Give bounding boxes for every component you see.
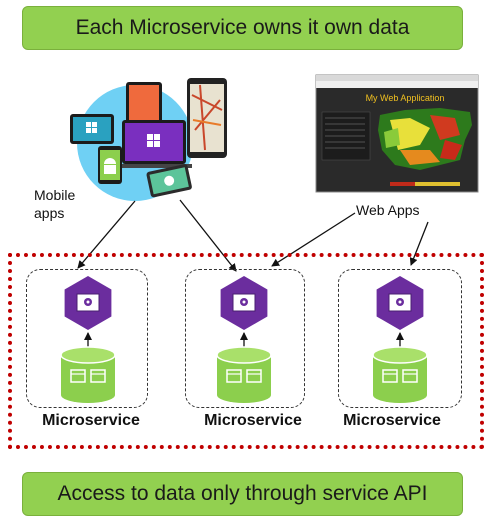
usa-heatmap [378, 108, 472, 170]
database-icon [372, 346, 428, 403]
service-icons [60, 276, 428, 403]
arrow-mobile-to-service-2 [179, 199, 237, 272]
database-icon [60, 346, 116, 403]
service-hexagon-icon [220, 276, 268, 330]
database-icon [216, 346, 272, 403]
web-app-title: My Web Application [366, 93, 445, 103]
microservice-3-icons [372, 276, 428, 403]
tilted-apple-tablet-device [146, 164, 192, 198]
apple-tablet-device [126, 82, 162, 128]
service-hexagon-icon [64, 276, 112, 330]
web-app-screenshot: My Web Application [315, 74, 479, 193]
microservice-label-3: Microservice [343, 412, 441, 429]
android-logo-icon [104, 158, 116, 174]
windows-logo-icon [147, 134, 160, 147]
microservice-frame-1 [26, 269, 148, 408]
data-boundary [8, 253, 484, 449]
windows-laptop-device [116, 120, 192, 168]
microservice-frame-2 [185, 269, 305, 408]
arrow-web-to-service-2 [271, 212, 356, 267]
windows-tablet-device [70, 114, 114, 144]
arrow-web-to-service-3 [409, 221, 429, 266]
bottom-banner: Access to data only through service API [22, 472, 463, 516]
phone-map-device [187, 78, 227, 158]
microservice-label-1: Microservice [42, 412, 140, 429]
mobile-apps-label: Mobile apps [34, 187, 76, 221]
mobile-devices-illustration [70, 78, 227, 201]
microservice-label-2: Microservice [204, 412, 302, 429]
bottom-banner-text: Access to data only through service API [57, 482, 428, 505]
top-banner: Each Microservice owns it own data [22, 6, 463, 50]
android-phone-device [98, 146, 122, 184]
microservice-2-icons [216, 276, 272, 403]
web-apps-label: Web Apps [356, 202, 420, 218]
service-hexagon-icon [376, 276, 424, 330]
top-banner-text: Each Microservice owns it own data [75, 16, 410, 39]
microservice-1-icons [60, 276, 116, 403]
apple-logo-icon [164, 175, 175, 186]
microservice-frame-3 [338, 269, 462, 408]
windows-logo-icon [86, 122, 97, 133]
